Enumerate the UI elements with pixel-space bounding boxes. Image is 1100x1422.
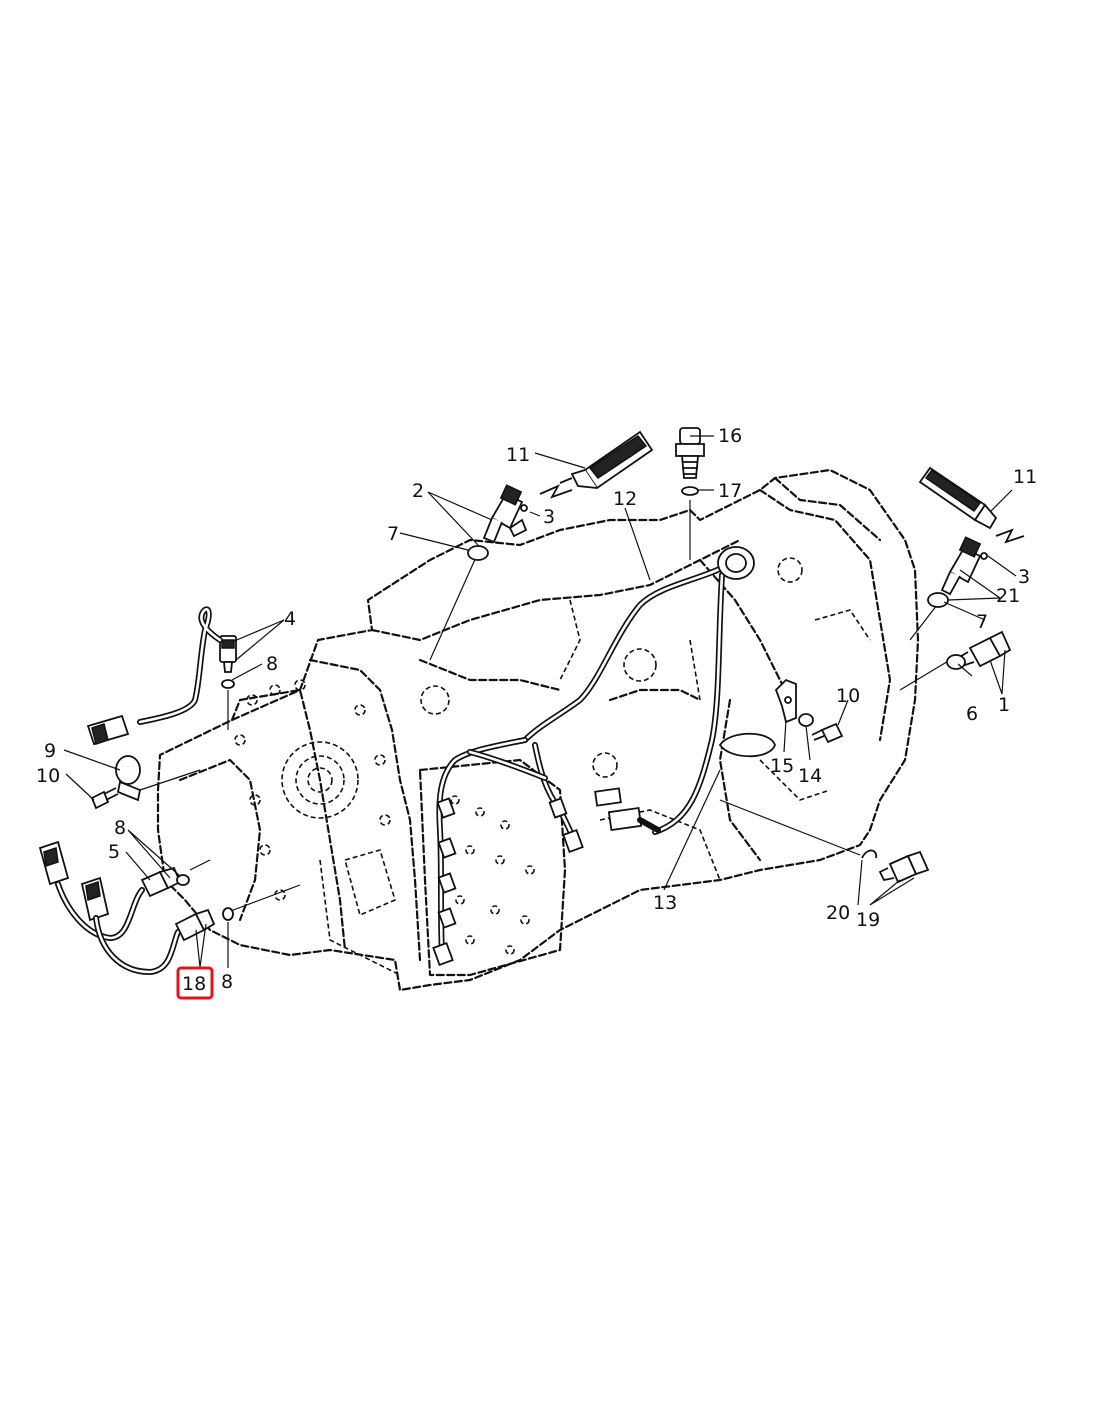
- speed-sensor-icon-right: [940, 536, 988, 596]
- connector-icon-18: [80, 876, 110, 922]
- callout-8-mid: 8: [114, 817, 126, 839]
- sealant-tube-icon: [559, 430, 654, 490]
- wiring-harness-icon: [432, 546, 755, 967]
- callout-10-right: 10: [836, 685, 860, 707]
- callout-11-right: 11: [1013, 466, 1037, 488]
- bolt-icon: [811, 722, 844, 744]
- temperature-sensor-icon: [219, 635, 237, 673]
- connector-icon: [86, 714, 130, 746]
- callout-8-top: 8: [266, 653, 278, 675]
- pressure-switch-icon-18: [174, 908, 216, 942]
- callout-15: 15: [770, 755, 794, 777]
- sealant-symbol-icon: [539, 484, 573, 499]
- callout-7: 7: [387, 523, 399, 545]
- callout-5: 5: [108, 841, 120, 863]
- pressure-switch-icon-5: [140, 866, 182, 898]
- callout-19: 19: [856, 909, 880, 931]
- o-ring-icon-18: [222, 907, 234, 921]
- callout-13: 13: [653, 892, 677, 914]
- selected-part-highlight[interactable]: [176, 966, 214, 1000]
- sealant-tube-icon-right: [918, 466, 998, 530]
- callout-21: 21: [996, 585, 1020, 607]
- callout-labels: 11 16 17 2 3 7 12 11 3 21 7 1 6 10 15 14…: [36, 425, 1037, 995]
- speed-sensor-icon: [482, 484, 528, 544]
- callout-18: 18: [182, 973, 206, 995]
- callout-17: 17: [718, 480, 742, 502]
- pressure-switch-icon-19: [878, 850, 930, 884]
- callout-2: 2: [412, 480, 424, 502]
- clamp-icon: [718, 732, 776, 758]
- callout-6: 6: [966, 703, 978, 725]
- o-ring-icon: [467, 545, 489, 561]
- callout-8-bottom: 8: [221, 971, 233, 993]
- reference-lines: [139, 500, 951, 913]
- callout-1: 1: [998, 694, 1010, 716]
- washer-icon-14: [798, 713, 814, 727]
- callout-3-right: 3: [1018, 566, 1030, 588]
- callout-7-right: 7: [976, 611, 988, 633]
- sealant-symbol-icon-right: [995, 528, 1025, 544]
- o-ring-icon-5: [176, 874, 190, 886]
- callout-12: 12: [613, 488, 637, 510]
- callout-4: 4: [284, 608, 296, 630]
- callout-3: 3: [543, 506, 555, 528]
- clamp-icon-9: [115, 755, 142, 802]
- transmission-housing-icon: [156, 468, 920, 992]
- snap-ring-icon: [861, 849, 878, 859]
- bolt-icon-10: [90, 787, 119, 810]
- callout-11: 11: [506, 444, 530, 466]
- callout-14: 14: [798, 765, 822, 787]
- callout-10-left: 10: [36, 765, 60, 787]
- connector-icon-5: [38, 840, 70, 886]
- washer-icon: [681, 486, 699, 496]
- leader-lines: [63, 435, 1017, 968]
- callout-16: 16: [718, 425, 742, 447]
- o-ring-icon-4: [221, 679, 235, 689]
- bracket-icon: [774, 678, 797, 724]
- callout-20: 20: [826, 902, 850, 924]
- o-ring-icon-right: [927, 592, 949, 608]
- callout-9: 9: [44, 740, 56, 762]
